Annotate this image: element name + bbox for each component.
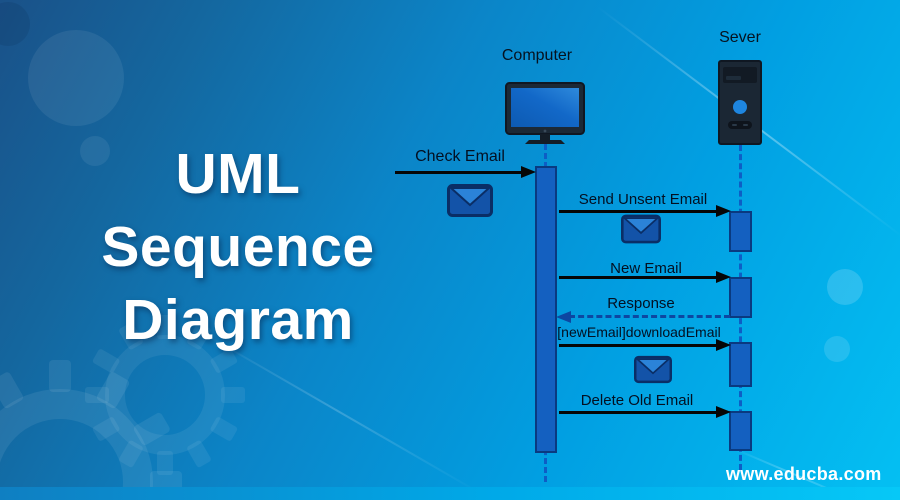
circle-decoration <box>0 2 30 46</box>
actor-server-label: Sever <box>719 29 761 46</box>
server-activation-bar <box>729 411 752 451</box>
server-activation-bar <box>729 211 752 252</box>
message-label-response: Response <box>607 295 675 312</box>
envelope-icon <box>447 184 493 217</box>
arrow-shaft <box>395 171 524 174</box>
message-arrow-send-unsent-email <box>559 205 731 218</box>
computer-activation-bar <box>535 166 557 453</box>
message-label-send-unsent-email: Send Unsent Email <box>578 191 708 208</box>
message-arrow-response <box>556 311 730 324</box>
message-label-new-email: New Email <box>610 260 682 277</box>
message-label-delete-old-email: Delete Old Email <box>580 392 694 409</box>
arrow-shaft <box>559 210 719 213</box>
page-title: UML Sequence Diagram <box>62 138 414 357</box>
message-arrow-new-email <box>559 271 731 284</box>
watermark-text: www.educba.com <box>726 464 882 484</box>
message-label-check-email: Check Email <box>415 148 505 165</box>
title-line-2: Sequence <box>101 215 375 279</box>
arrow-shaft <box>569 315 730 318</box>
message-arrow-download-email <box>559 339 731 352</box>
title-line-1: UML <box>175 142 301 206</box>
footer-bar <box>0 487 900 500</box>
message-arrow-check-email <box>395 166 536 179</box>
server-activation-bar <box>729 277 752 318</box>
message-arrow-delete-old-email <box>559 406 731 419</box>
server-activation-bar <box>729 342 752 387</box>
arrow-shaft <box>559 344 719 347</box>
arrow-shaft <box>559 276 719 279</box>
circle-decoration <box>827 269 863 305</box>
arrowhead-icon <box>521 166 536 178</box>
title-line-3: Diagram <box>122 288 354 352</box>
arrowhead-icon <box>716 271 731 283</box>
circle-decoration <box>824 336 850 362</box>
envelope-icon <box>621 214 661 244</box>
circle-decoration <box>28 30 124 126</box>
envelope-icon <box>634 355 672 384</box>
actor-computer-label: Computer <box>501 47 573 64</box>
arrowhead-icon <box>556 311 571 323</box>
arrow-shaft <box>559 411 719 414</box>
arrowhead-icon <box>716 205 731 217</box>
gear-icon <box>0 360 182 500</box>
arrowhead-icon <box>716 406 731 418</box>
message-label-download-email: [newEmail]downloadEmail <box>557 324 721 340</box>
monitor-icon <box>505 82 585 144</box>
server-icon <box>718 60 762 145</box>
arrowhead-icon <box>716 339 731 351</box>
